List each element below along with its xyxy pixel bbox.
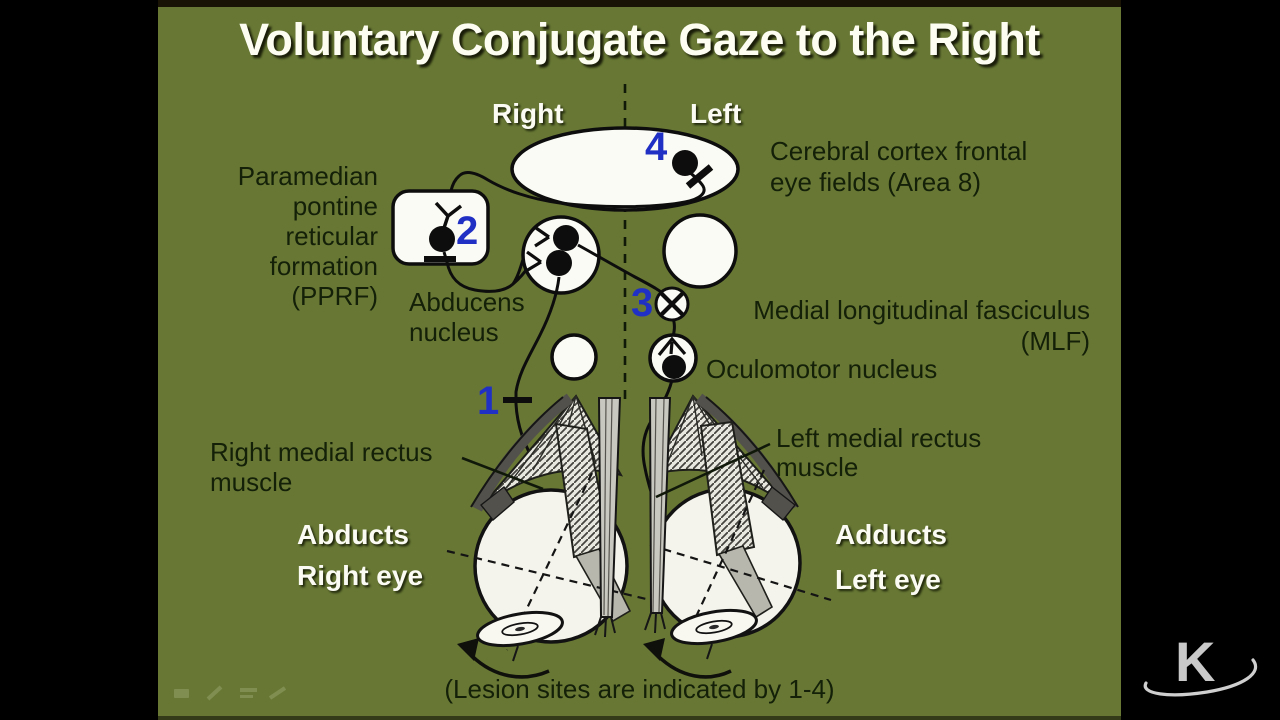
- abducts-label: Abducts: [297, 519, 409, 550]
- lesion-caption: (Lesion sites are indicated by 1-4): [444, 674, 835, 704]
- watermark-logo-letter: K: [1175, 630, 1216, 693]
- hemisphere-label-right: Right: [492, 98, 564, 129]
- mlf-label: Medial longitudinal fasciculus (MLF): [753, 295, 1090, 357]
- oculomotor-label: Oculomotor nucleus: [706, 354, 938, 384]
- cortex-label-line2: eye fields (Area 8): [770, 167, 981, 197]
- abducens-label: Abducens nucleus: [409, 287, 525, 347]
- right-medial-rectus-line1: Right medial rectus: [210, 437, 433, 467]
- top-edge-strip: [158, 0, 1121, 7]
- hemisphere-label-left: Left: [690, 98, 742, 129]
- lesion-number-1: 1: [477, 379, 500, 423]
- right-medial-rectus-line2: muscle: [210, 467, 293, 497]
- slide-background: [158, 0, 1121, 720]
- mlf-label-line2: (MLF): [1020, 326, 1090, 356]
- lesion-number-4: 4: [645, 125, 668, 169]
- lesion-number-2: 2: [456, 209, 479, 253]
- lesion-number-3: 3: [631, 281, 654, 325]
- pprf-label-line5: (PPRF): [291, 281, 378, 311]
- cortex-label: Cerebral cortex frontal eye fields (Area…: [770, 136, 1027, 198]
- adducts-label: Adducts: [835, 519, 947, 550]
- abducens-label-line1: Abducens: [409, 287, 525, 317]
- pprf-label: Paramedian pontine reticular formation (…: [238, 161, 378, 311]
- pprf-label-line3: reticular: [285, 221, 378, 251]
- left-medial-rectus-label: Left medial rectus muscle: [776, 424, 981, 482]
- pprf-label-line4: formation: [269, 251, 378, 281]
- left-medial-rectus-line1: Left medial rectus: [776, 423, 982, 453]
- abducens-label-line2: nucleus: [409, 317, 499, 347]
- pprf-label-line1: Paramedian: [237, 161, 378, 191]
- bottom-edge-strip: [158, 716, 1121, 720]
- right-medial-rectus-label: Right medial rectus muscle: [210, 437, 433, 497]
- adducts-eye-label: Left eye: [835, 564, 941, 595]
- cortex-label-line1: Cerebral cortex frontal: [770, 136, 1028, 166]
- mlf-label-line1: Medial longitudinal fasciculus: [753, 295, 1090, 325]
- left-medial-rectus-line2: muscle: [776, 452, 859, 482]
- pprf-label-line2: pontine: [292, 191, 378, 221]
- slide-title: Voluntary Conjugate Gaze to the Right: [239, 14, 1040, 65]
- abducts-eye-label: Right eye: [297, 560, 424, 591]
